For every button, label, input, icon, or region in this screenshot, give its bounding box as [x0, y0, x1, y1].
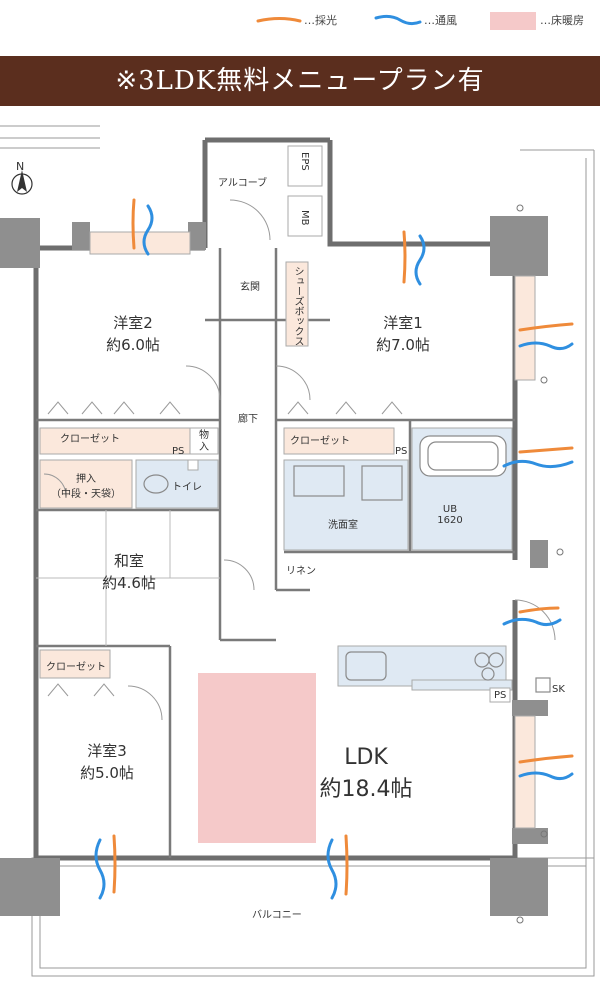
mb-label: MB [299, 210, 310, 226]
closet-c-label: クローゼット [46, 662, 106, 673]
heating-legend-swatch [490, 12, 536, 30]
ub-label: UB [442, 504, 458, 515]
compass-icon [11, 170, 33, 195]
wind-legend-icon [374, 14, 422, 26]
compass-label: N [16, 160, 25, 173]
legend-graphics [256, 12, 536, 30]
balcony-label: バルコニー [252, 910, 302, 921]
plan-banner: ※3LDK無料メニュープラン有 [0, 56, 600, 106]
hallway-label: 廊下 [238, 414, 258, 425]
ldk-name: LDK [344, 745, 388, 770]
ldk: LDK 約18.4帖 [296, 742, 436, 806]
western-room-1-size: 約7.0帖 [376, 336, 430, 354]
western-room-3-size: 約5.0帖 [80, 764, 134, 782]
ps-label-3: PS [494, 690, 507, 701]
washroom-label: 洗面室 [328, 520, 358, 531]
alcove-label: アルコーブ [218, 178, 268, 189]
washitsu: 和室 約4.6帖 [84, 550, 174, 594]
western-room-1-name: 洋室1 [383, 314, 423, 332]
light-arrow-icon [112, 198, 574, 896]
eps-label: EPS [299, 152, 310, 171]
western-room-2: 洋室2 約6.0帖 [88, 312, 178, 356]
shoes-box-label: シューズボックス [292, 266, 303, 346]
genkan-label: 玄関 [240, 282, 260, 293]
ps-label-2: PS [395, 446, 408, 457]
sk-label: SK [552, 684, 565, 695]
ldk-size: 約18.4帖 [319, 777, 413, 802]
closet-a-label: クローゼット [60, 434, 120, 445]
toilet-label: トイレ [172, 482, 202, 493]
washitsu-name: 和室 [113, 552, 144, 570]
western-room-2-name: 洋室2 [113, 314, 153, 332]
western-room-1: 洋室1 約7.0帖 [358, 312, 448, 356]
ub-size-label: 1620 [437, 515, 463, 526]
western-room-2-size: 約6.0帖 [106, 336, 160, 354]
western-room-3-name: 洋室3 [87, 742, 127, 760]
light-legend-label: …採光 [304, 14, 337, 27]
oshiire-label: 押入 [76, 474, 96, 485]
wind-legend-label: …通風 [424, 14, 457, 27]
unit-bath: UB 1620 [430, 504, 470, 526]
western-room-3: 洋室3 約5.0帖 [62, 740, 152, 784]
heating-legend-label: …床暖房 [540, 14, 584, 27]
legend: …採光 …通風 …床暖房 [0, 8, 600, 32]
washitsu-size: 約4.6帖 [102, 574, 156, 592]
ps-label-1: PS [172, 446, 185, 457]
wind-arrow-icon [94, 204, 574, 900]
storage-label: 物入 [199, 430, 209, 453]
light-legend-icon [256, 17, 302, 23]
oshiire-sub-label: （中段・天袋） [51, 489, 121, 500]
floor-heating-area [198, 673, 316, 843]
closet-b-label: クローゼット [290, 436, 350, 447]
oshiire: 押入 （中段・天袋） [40, 470, 132, 500]
linen-label: リネン [286, 566, 316, 577]
